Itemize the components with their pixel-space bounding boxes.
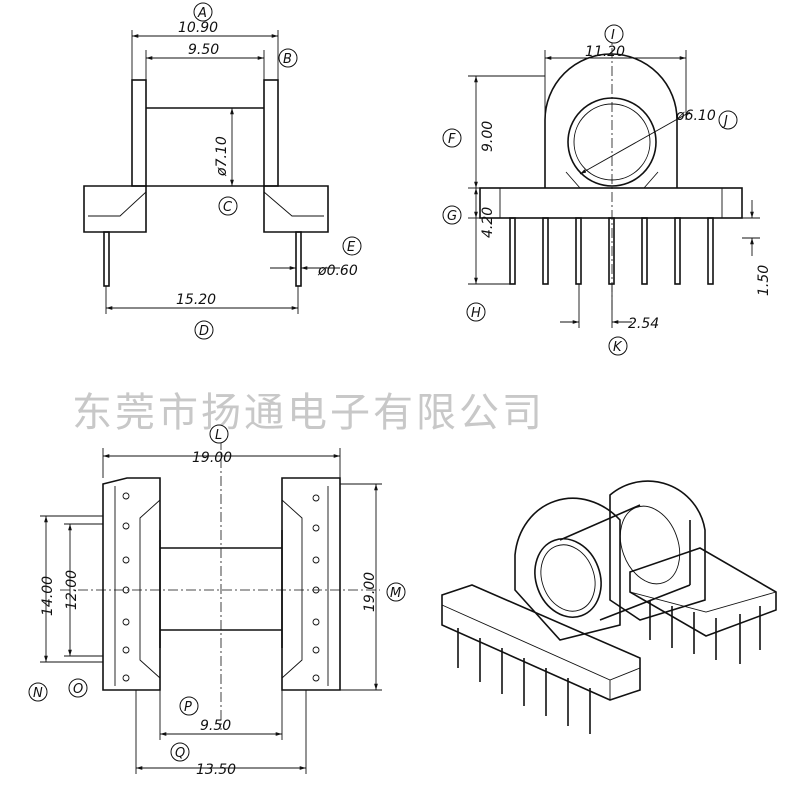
callout-m-label: M [390,586,401,601]
callout-i [604,24,624,44]
callout-b-label: B [283,52,292,67]
callout-b [278,48,298,68]
left-base [83,185,147,233]
dim-m-value: 19.00 [362,572,378,612]
dim-o-value: 12.00 [64,570,80,610]
pin-holes [122,492,320,682]
callout-o-label: O [73,682,83,697]
iso-front-flange [514,497,621,641]
dim-k-value: 2.54 [628,316,659,332]
callout-a-label: A [197,6,207,21]
front-view: 10.90 A 9.50 B ø7.10 C 15.20 D ø0.60 E [83,2,362,340]
dim-i-value: 11.20 [585,44,625,60]
callout-l-label: L [215,428,222,443]
callout-h [466,302,486,322]
flange-arch [544,53,678,188]
side-view: 11.20 I ø6.10 J 9.00 F 4.20 G H 1.50 [442,24,772,356]
dim-g-value: 4.20 [480,207,496,238]
callout-e [342,236,362,256]
right-base [263,185,329,233]
callout-e-label: E [347,240,356,255]
dim-q-value: 13.50 [196,762,236,778]
callout-p-label: P [184,700,192,715]
callout-n [28,682,48,702]
callout-f-label: F [448,132,456,147]
callout-k-label: K [613,340,623,355]
callout-q [170,742,190,762]
callout-l [209,424,229,444]
side-pins [509,217,714,285]
callout-f [442,128,462,148]
callout-a [193,2,213,22]
callout-j [718,110,738,130]
callout-c [218,196,238,216]
callout-d-label: D [199,324,209,339]
watermark-text: 东莞市扬通电子有限公司 [72,390,545,436]
top-view: 19.00 L 19.00 M 14.00 N 12.00 O 9.50 P [28,424,406,778]
callout-k [608,336,628,356]
callout-m [386,582,406,602]
dim-h-value: 1.50 [756,265,772,296]
callout-n-label: N [33,686,43,701]
side-base [479,187,743,219]
dim-l-value: 19.00 [192,450,232,466]
callout-d [194,320,214,340]
rear-pins [649,600,761,664]
right-top-flange [281,477,341,691]
dim-d-value: 15.20 [176,292,216,308]
dim-e-value: ø0.60 [317,263,358,279]
left-top-flange [102,477,161,691]
isometric-view [441,480,777,734]
right-flange [263,79,279,187]
callout-j-label: J [721,114,728,129]
callout-p [179,696,199,716]
dim-a-value: 10.90 [178,20,218,36]
callout-h-label: H [471,306,481,321]
callout-c-label: C [223,200,233,215]
callout-i-label: I [611,28,615,43]
callout-g-label: G [447,209,457,224]
dim-f-value: 9.00 [480,121,496,152]
dim-n-value: 14.00 [40,576,56,616]
iso-core-hole [534,538,602,618]
pin [295,231,302,287]
left-flange [131,79,147,187]
pin [103,231,110,287]
callout-o [68,678,88,698]
callout-g [442,205,462,225]
dim-c-value: ø7.10 [214,136,230,177]
front-pins [457,628,591,734]
dim-j-value: ø6.10 [675,108,716,124]
iso-front-base [441,584,641,701]
dim-b-value: 9.50 [188,42,219,58]
dim-p-value: 9.50 [200,718,231,734]
callout-q-label: Q [175,746,185,761]
